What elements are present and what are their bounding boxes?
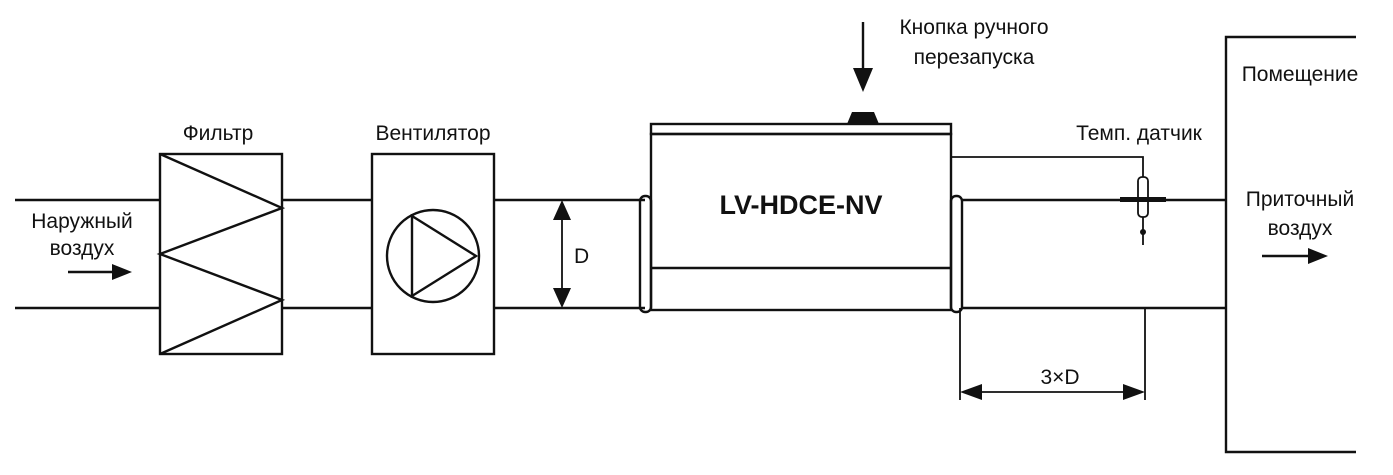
duct-filter-fan (282, 198, 372, 310)
supply-air-label-1: Приточный (1246, 188, 1354, 211)
inlet-flow-arrow (68, 264, 132, 280)
supply-flow-arrow (1262, 248, 1328, 264)
reset-label-1: Кнопка ручного (899, 16, 1048, 39)
reset-arrow (853, 22, 873, 92)
duct-inlet (15, 198, 160, 310)
fan-label: Вентилятор (376, 122, 491, 145)
reset-button-icon (847, 112, 879, 124)
room-wall (1224, 35, 1356, 454)
diameter-dimension (553, 200, 571, 308)
diameter-label: D (574, 245, 589, 268)
temp-sensor (951, 156, 1166, 245)
fan-block (370, 152, 496, 356)
reset-label-2: перезапуска (914, 46, 1035, 69)
filter-label: Фильтр (183, 122, 254, 145)
supply-air-label-2: воздух (1268, 217, 1333, 240)
room-label: Помещение (1242, 63, 1359, 86)
duct-fan-device (494, 198, 645, 310)
filter-block (156, 152, 286, 356)
device-label: LV-HDCE-NV (719, 190, 882, 220)
outside-air-label-2: воздух (50, 237, 115, 260)
device-body (638, 112, 964, 314)
distance-dimension (959, 308, 1146, 400)
duct-outlet (962, 198, 1226, 310)
distance-label: 3×D (1040, 366, 1079, 389)
outside-air-label-1: Наружный (31, 210, 133, 233)
temp-sensor-label: Темп. датчик (1076, 122, 1203, 145)
